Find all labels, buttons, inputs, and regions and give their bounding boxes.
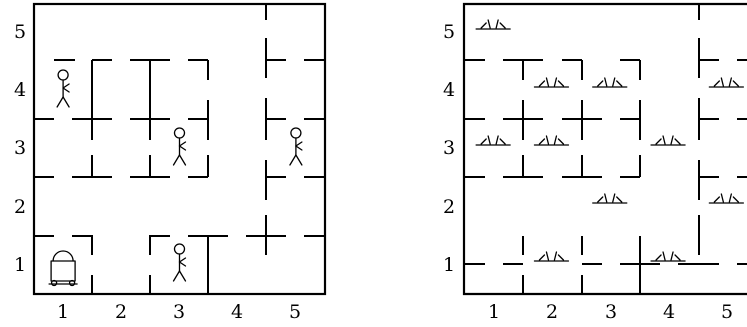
- row-label: 2: [443, 196, 455, 218]
- row-label: 3: [443, 137, 455, 159]
- right-row-labels: 5 4 3 2 1: [443, 21, 455, 276]
- row-label: 5: [443, 21, 455, 43]
- col-label: 5: [289, 301, 301, 323]
- spark-icon: [650, 251, 686, 262]
- row-label: 1: [14, 254, 26, 276]
- person-icon: [172, 127, 187, 166]
- right-col-labels: 1 2 3 4 5: [488, 301, 733, 323]
- right-grid: 5 4 3 2 1 1 2 3 4 5: [443, 2, 747, 323]
- spark-icon: [533, 251, 570, 262]
- spark-icon: [708, 77, 744, 88]
- sparks-layer: [475, 19, 744, 262]
- spark-icon: [533, 77, 570, 88]
- row-label: 5: [14, 21, 26, 43]
- people-layer: [56, 69, 303, 282]
- robot-icon: [48, 250, 78, 287]
- spark-icon: [475, 19, 511, 30]
- col-label: 4: [231, 301, 243, 323]
- row-label: 4: [443, 79, 455, 101]
- col-label: 2: [115, 301, 127, 323]
- row-label: 4: [14, 79, 26, 101]
- right-grid-frame: [462, 2, 747, 296]
- spark-icon: [475, 135, 511, 146]
- col-label: 5: [721, 301, 733, 323]
- row-label: 2: [14, 196, 26, 218]
- left-grid-walls: [34, 4, 325, 294]
- col-label: 1: [488, 301, 500, 323]
- col-label: 2: [546, 301, 558, 323]
- spark-icon: [708, 193, 744, 204]
- left-grid: 5 4 3 2 1 1 2 3 4 5: [14, 2, 327, 323]
- spark-icon: [650, 135, 686, 146]
- spark-icon: [533, 135, 570, 146]
- col-label: 4: [663, 301, 675, 323]
- col-label: 3: [605, 301, 617, 323]
- left-row-labels: 5 4 3 2 1: [14, 21, 26, 276]
- person-icon: [172, 243, 187, 282]
- left-grid-frame: [32, 2, 327, 296]
- spark-icon: [592, 77, 628, 88]
- row-label: 1: [443, 254, 455, 276]
- person-icon: [289, 127, 303, 166]
- robot-layer: [48, 250, 78, 287]
- right-grid-walls: [464, 4, 747, 294]
- spark-icon: [592, 193, 628, 204]
- left-col-labels: 1 2 3 4 5: [57, 301, 301, 323]
- col-label: 1: [57, 301, 69, 323]
- row-label: 3: [14, 137, 26, 159]
- col-label: 3: [173, 301, 185, 323]
- person-icon: [56, 69, 70, 108]
